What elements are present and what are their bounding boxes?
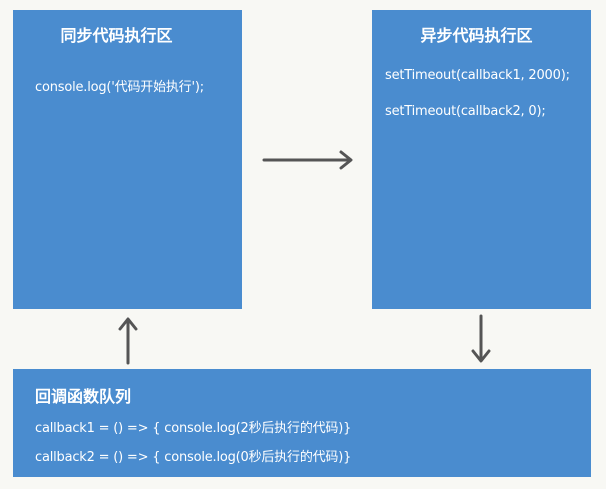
sync-code-line: console.log('代码开始执行'); (35, 80, 204, 95)
async-code-area: 异步代码执行区 setTimeout(callback1, 2000); set… (372, 10, 591, 309)
callback-queue-line-2: callback2 = () => { console.log(0秒后执行的代码… (35, 450, 352, 465)
async-code-line-2: setTimeout(callback2, 0); (385, 104, 546, 119)
arrow-down-icon (471, 314, 491, 363)
sync-area-title: 同步代码执行区 (60, 26, 173, 45)
callback-queue-line-1: callback1 = () => { console.log(2秒后执行的代码… (35, 421, 352, 436)
async-code-line-1: setTimeout(callback1, 2000); (385, 68, 570, 83)
async-area-title: 异步代码执行区 (420, 26, 533, 45)
callback-queue-title: 回调函数队列 (35, 387, 132, 406)
arrow-right-icon (262, 150, 353, 170)
arrow-up-icon (118, 317, 138, 365)
sync-code-area: 同步代码执行区 console.log('代码开始执行'); (13, 10, 242, 309)
callback-queue-area: 回调函数队列 callback1 = () => { console.log(2… (13, 369, 591, 477)
